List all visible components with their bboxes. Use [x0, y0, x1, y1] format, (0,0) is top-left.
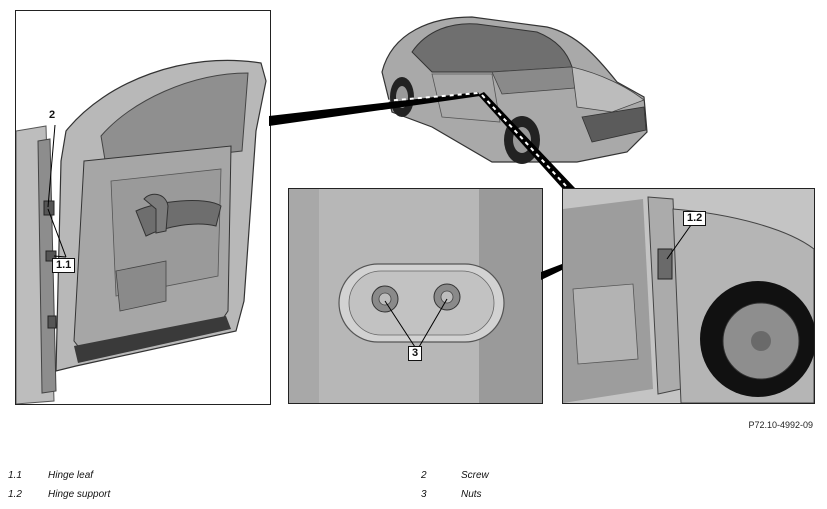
callout-hinge-support: 1.2 [683, 211, 707, 226]
callout-nuts: 3 [408, 346, 423, 361]
legend-number: 2 [421, 470, 427, 481]
door-detail-panel: 2 1.1 [15, 10, 271, 405]
legend-number: 1.1 [8, 470, 22, 481]
car-side-illustration [563, 189, 814, 403]
figure-reference-code: P72.10-4992-09 [748, 420, 813, 430]
legend-number: 1.2 [8, 489, 22, 500]
nuts-connector [541, 264, 562, 280]
legend-number: 3 [421, 489, 427, 500]
car-side-detail-panel: 1.2 [562, 188, 815, 404]
callout-hinge-leaf: 1.1 [52, 258, 76, 273]
door-illustration [16, 59, 267, 404]
nuts-detail-panel: 3 [288, 188, 543, 404]
legend-label: Hinge support [48, 489, 111, 500]
legend-label: Nuts [461, 489, 482, 500]
legend-label: Screw [461, 470, 489, 481]
car-overview-illustration [381, 16, 648, 164]
hinge-nuts-illustration [289, 189, 542, 403]
callout-screw: 2 [49, 109, 56, 121]
legend-label: Hinge leaf [48, 470, 94, 481]
